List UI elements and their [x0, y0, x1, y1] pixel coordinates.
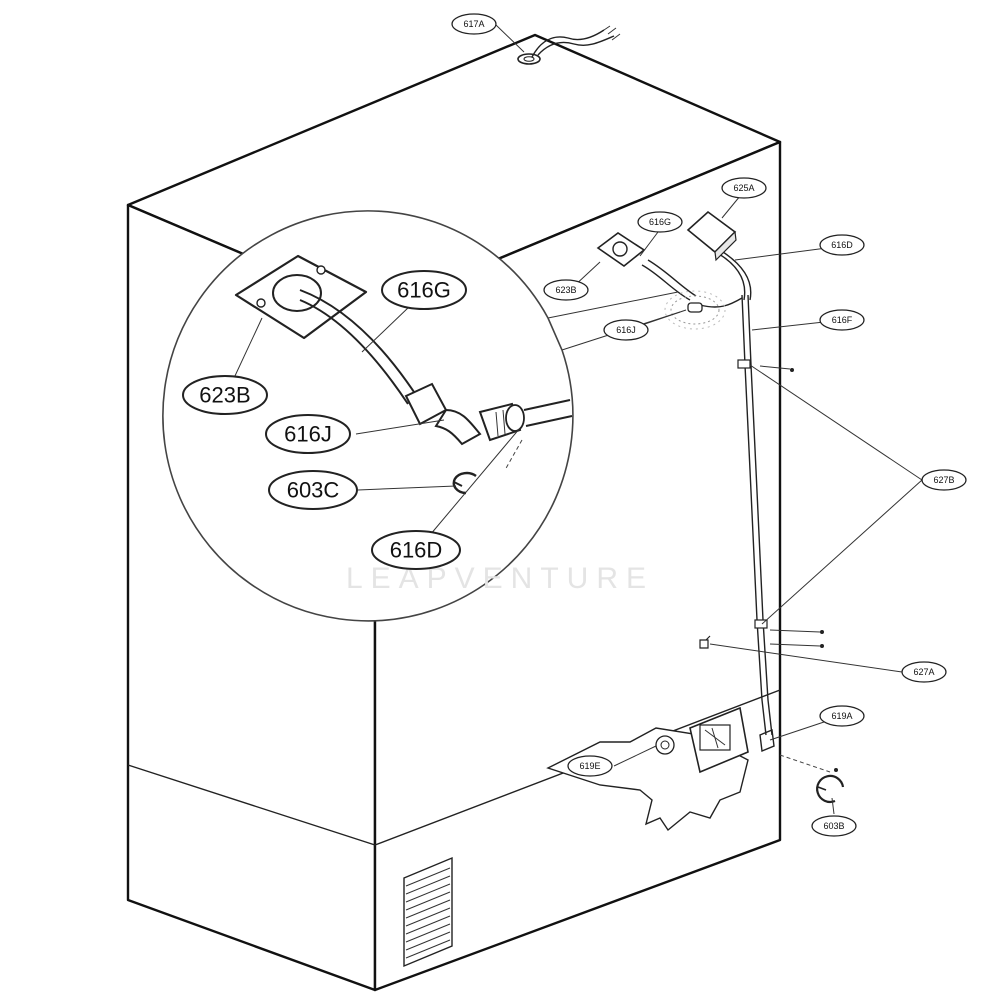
callout-627B: 627B [921, 469, 967, 491]
callout-616D-label: 616D [831, 240, 853, 250]
water-valve-625A-part [686, 210, 737, 262]
callout-623B: 623B [543, 279, 589, 301]
callout-617A: 617A [451, 13, 497, 35]
detail-callout-623B: 623B [182, 375, 268, 415]
detail-callout-603C: 603C [268, 470, 358, 510]
callout-616G: 616G [637, 211, 683, 233]
highlight-burst [664, 290, 726, 330]
detail-callout-623B-label: 623B [199, 383, 250, 408]
callout-616G-label: 616G [649, 217, 671, 227]
detail-callout-616D: 616D [371, 530, 461, 570]
detail-callout-616G-label: 616G [397, 278, 451, 303]
callout-603B-label: 603B [823, 821, 844, 831]
callout-619A: 619A [819, 705, 865, 727]
vent-grille [403, 856, 453, 968]
tube-616D-detail [504, 399, 573, 471]
callout-625A: 625A [721, 177, 767, 199]
detail-callout-616J: 616J [265, 414, 351, 454]
callout-623B-label: 623B [555, 285, 576, 295]
detail-callout-616J-label: 616J [284, 422, 332, 447]
detail-callout-616D-label: 616D [390, 538, 443, 563]
detail-callout-603C-label: 603C [287, 478, 340, 503]
water-tube-616F [741, 294, 767, 736]
detail-callout-616G: 616G [381, 270, 467, 310]
tube-616G-detail [299, 289, 419, 405]
inlet-plate-623B-detail [234, 254, 368, 340]
callout-619E-label: 619E [579, 761, 600, 771]
callout-616J: 616J [603, 319, 649, 341]
clips-627A-parts [699, 365, 824, 649]
top-grommet-617A-part [517, 25, 621, 65]
callout-616F-label: 616F [832, 315, 853, 325]
callout-619A-label: 619A [831, 711, 852, 721]
fitting-616J-detail [404, 382, 525, 446]
callout-617A-label: 617A [463, 19, 484, 29]
detail-magnifier: LEAPVENTURE [162, 210, 646, 622]
callout-627A-label: 627A [913, 667, 934, 677]
callout-627B-label: 627B [933, 475, 954, 485]
bottom-valve-assembly [546, 706, 838, 832]
callout-616J-label: 616J [616, 325, 636, 335]
callout-625A-label: 625A [733, 183, 754, 193]
callout-619E: 619E [567, 755, 613, 777]
callout-616D: 616D [819, 234, 865, 256]
clamp-603B-part [816, 774, 845, 804]
clip-603C-detail [452, 471, 477, 495]
callout-627A: 627A [901, 661, 947, 683]
callout-616F: 616F [819, 309, 865, 331]
side-panel-bottom-seam [127, 764, 376, 846]
callout-603B: 603B [811, 815, 857, 837]
